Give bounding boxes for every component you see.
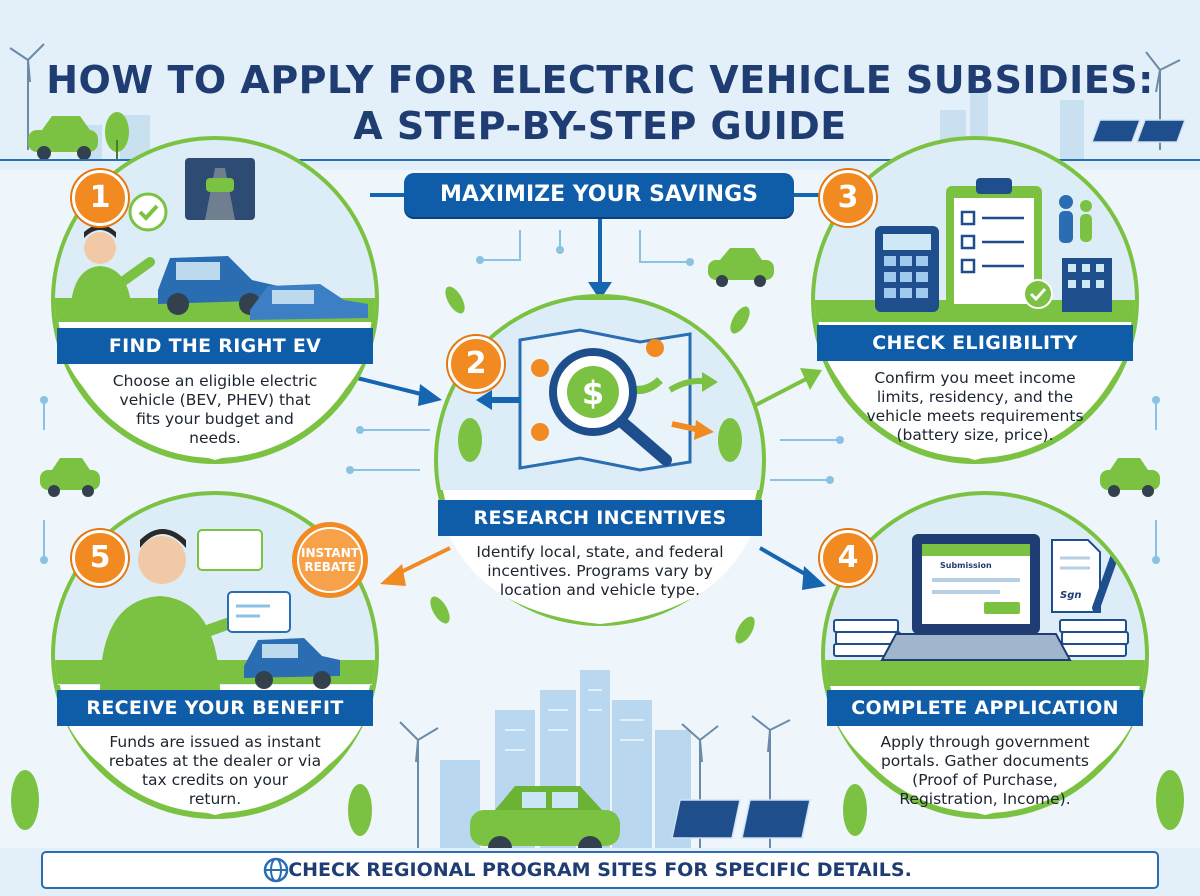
car-bottom-icon (470, 786, 620, 860)
step5-heading: RECEIVE YOUR BENEFIT (86, 697, 344, 719)
tree-bottom-icons (11, 770, 1184, 836)
checkmark-icon (138, 204, 159, 221)
circuit-lines (43, 230, 1157, 560)
step3-heading: CHECK ELIGIBILITY (872, 332, 1078, 354)
step1-heading: FIND THE RIGHT EV (108, 335, 322, 357)
car-right-icon (1100, 458, 1160, 497)
dollar-icon: $ (582, 374, 604, 412)
arrow-step2-to-4-icon (759, 546, 826, 590)
step3-number: 3 (820, 170, 876, 226)
step2-heading: RESEARCH INCENTIVES (473, 507, 727, 529)
page-title-line1: HOW TO APPLY FOR ELECTRIC VEHICLE SUBSID… (46, 58, 1154, 102)
instant-rebate-badge (292, 522, 368, 598)
step4-circle (821, 491, 1149, 819)
wind-turbine-top-left-icon (9, 43, 45, 150)
step4-number: 4 (820, 530, 876, 586)
step1-number: 1 (72, 170, 128, 226)
arrow-down-icon (588, 282, 612, 300)
car-top-left-icon (28, 116, 98, 160)
signature-text: Sgn (1060, 590, 1082, 601)
maximize-savings-banner: MAXIMIZE YOUR SAVINGS (404, 173, 794, 217)
footer-note: CHECK REGIONAL PROGRAM SITES FOR SPECIFI… (288, 859, 912, 881)
page-title-line2: A STEP-BY-STEP GUIDE (353, 104, 847, 148)
step1-heading-band (57, 328, 373, 364)
solar-panels-bottom-icon (671, 799, 811, 839)
step4-heading: COMPLETE APPLICATION (851, 697, 1119, 719)
globe-icon (263, 857, 289, 883)
arrow-step2-to-3-icon (749, 368, 822, 410)
step1-circle (51, 136, 379, 464)
car-middle-icon (708, 248, 774, 287)
tree-top-left-icon (105, 112, 129, 160)
step5-number: 5 (72, 530, 128, 586)
footer-bar (41, 851, 1159, 889)
step4-heading-band (827, 690, 1143, 726)
laptop-screen-label: Submission (940, 561, 992, 570)
step2-number: 2 (448, 336, 504, 392)
step3-heading-band (817, 325, 1133, 361)
car-left-icon (40, 458, 100, 497)
arrow-step2-to-5-icon (380, 546, 451, 586)
step2-circle: $ (434, 294, 766, 626)
step5-heading-band (57, 690, 373, 726)
solar-panels-top-right-icon (1090, 119, 1187, 143)
step2-heading-band (438, 500, 762, 536)
skyline-windows (505, 689, 644, 751)
circuit-dots (40, 246, 1160, 564)
